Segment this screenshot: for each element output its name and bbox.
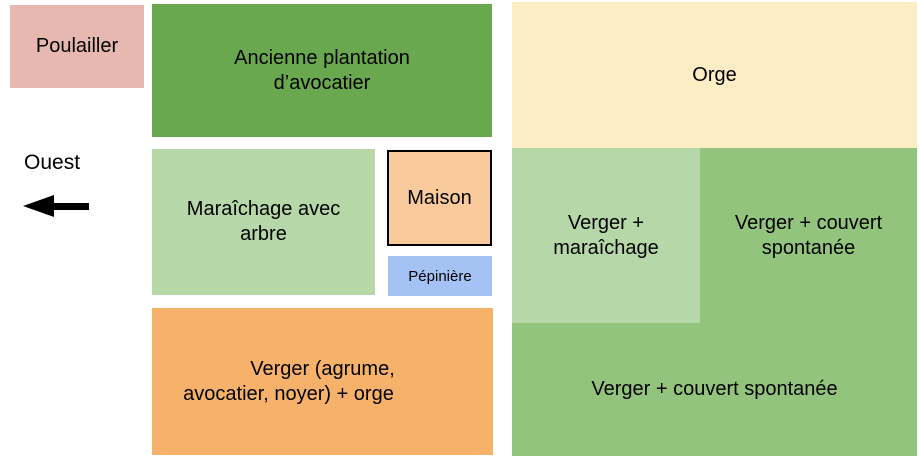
zone-verger-maraichage-label: Verger + maraîchage xyxy=(553,211,659,259)
zone-verger-couvert-top-label: Verger + couvert spontanée xyxy=(700,148,917,323)
zone-verger-couvert-bottom-label: Verger + couvert spontanée xyxy=(512,323,917,456)
zone-verger-agrume-label-line2: avocatier, noyer) + orge xyxy=(183,382,394,405)
west-arrow-head xyxy=(23,195,54,217)
west-arrow-shaft xyxy=(54,202,89,210)
west-arrow-icon xyxy=(23,195,89,217)
zone-poulailler: Poulailler xyxy=(10,5,144,88)
zone-maraichage-avec-arbre-label: Maraîchage avec arbre xyxy=(186,198,341,245)
zone-orge-label: Orge xyxy=(692,63,737,86)
zone-ancienne-plantation-label: Ancienne plantation d’avocatier xyxy=(234,46,410,94)
zone-orge: Orge xyxy=(512,2,917,148)
zone-verger-agrume-label-line1: Verger (agrume, xyxy=(250,357,395,380)
zone-ancienne-plantation-avocatier: Ancienne plantation d’avocatier xyxy=(152,4,492,137)
zone-pepiniere: Pépinière xyxy=(388,256,492,296)
verger-couvert-top-text: Verger + couvert spontanée xyxy=(734,211,883,259)
zone-pepiniere-label: Pépinière xyxy=(408,267,472,285)
compass-west-label: Ouest xyxy=(24,151,81,174)
verger-couvert-bottom-text: Verger + couvert spontanée xyxy=(591,378,838,400)
zone-verger-couvert-spontanee-region: Verger + maraîchage Verger + couvert spo… xyxy=(512,148,917,456)
zone-poulailler-label: Poulailler xyxy=(35,35,119,57)
zone-maraichage-avec-arbre: Maraîchage avec arbre xyxy=(152,149,375,295)
zone-maison: Maison xyxy=(387,150,492,246)
zone-verger-maraichage: Verger + maraîchage xyxy=(512,148,700,323)
zone-verger-agrume-avocatier-noyer-orge: Verger (agrume, avocatier, noyer) + orge xyxy=(152,308,493,455)
zone-maison-label: Maison xyxy=(407,186,472,209)
